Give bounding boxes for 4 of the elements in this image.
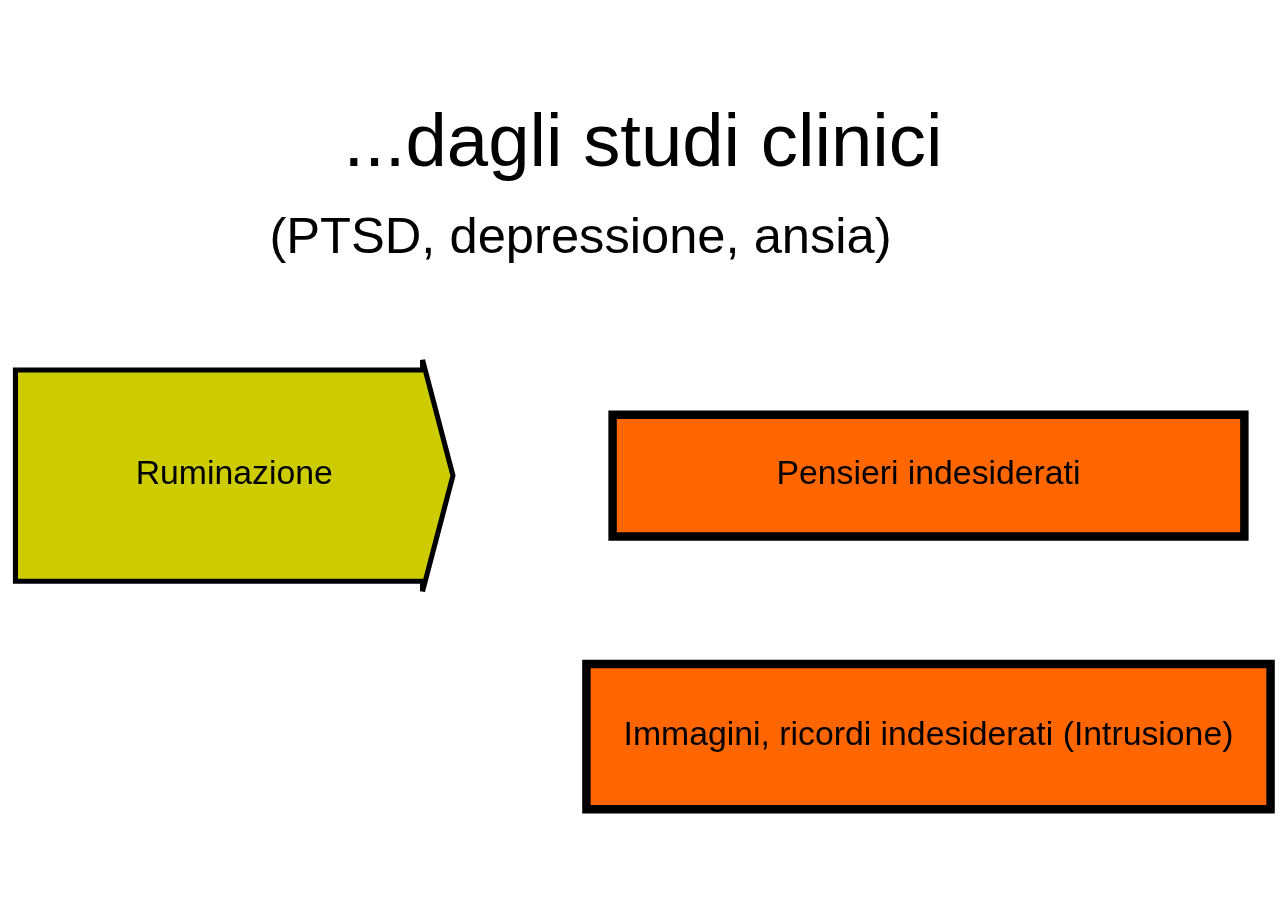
- diagram-title: ...dagli studi clinici: [343, 98, 943, 182]
- label: (PTSD, depressione, ansia): [269, 207, 892, 265]
- node-box: Pensieri indesiderati: [608, 410, 1249, 541]
- node-box: Immagini, ricordi indesiderati (Intrusione): [582, 659, 1275, 814]
